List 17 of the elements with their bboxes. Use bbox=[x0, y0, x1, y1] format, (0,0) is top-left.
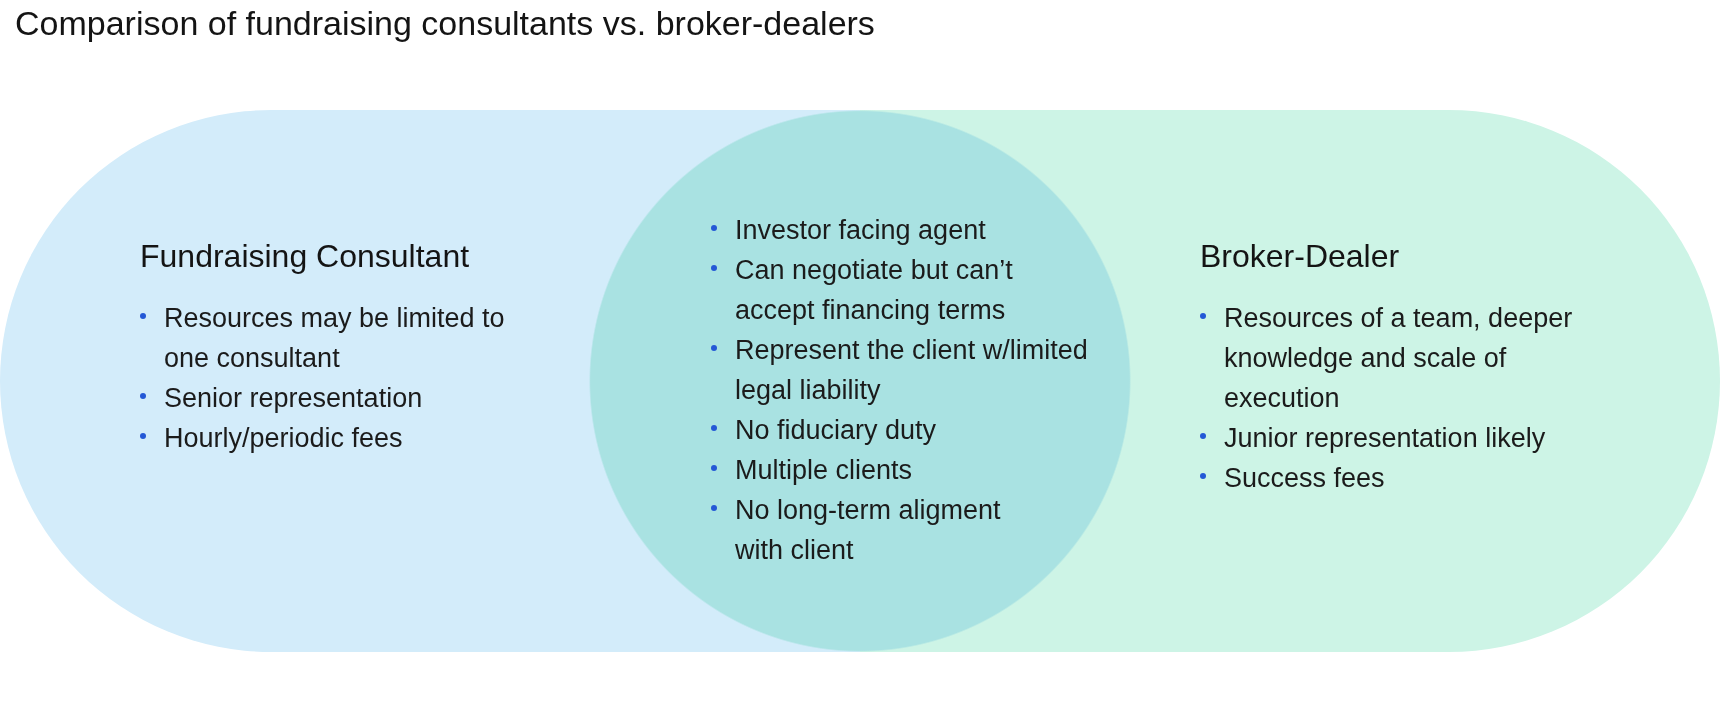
bullet-text: Resources of a team, deeper knowledge and scale of execution bbox=[1224, 302, 1574, 415]
bullet-text: No fiduciary duty bbox=[735, 414, 938, 447]
bullet-text: Represent the client w/limited legal liability bbox=[735, 334, 1089, 407]
bullet-text: Junior representation likely bbox=[1224, 422, 1547, 455]
bullet-text: Can negotiate but can’t accept financing terms bbox=[735, 254, 1014, 327]
bullet-text: Resources may be limited to one consultant bbox=[164, 302, 506, 375]
category-region bbox=[0, 110, 589, 652]
category-region bbox=[1131, 110, 1720, 652]
bullet-text: No long-term aligment with client bbox=[735, 494, 1002, 567]
bullet-text: Senior representation bbox=[164, 382, 424, 415]
diagram-title: Comparison of fundraising consultants vs. broker-dealers bbox=[15, 3, 875, 43]
bullet-text: Success fees bbox=[1224, 462, 1386, 495]
category-heading: Broker-Dealer bbox=[1200, 237, 1400, 276]
bullet-text: Multiple clients bbox=[735, 454, 914, 487]
category-heading: Fundraising Consultant bbox=[140, 237, 470, 276]
bullet-text: Investor facing agent bbox=[735, 214, 987, 247]
bullet-text: Hourly/periodic fees bbox=[164, 422, 404, 455]
